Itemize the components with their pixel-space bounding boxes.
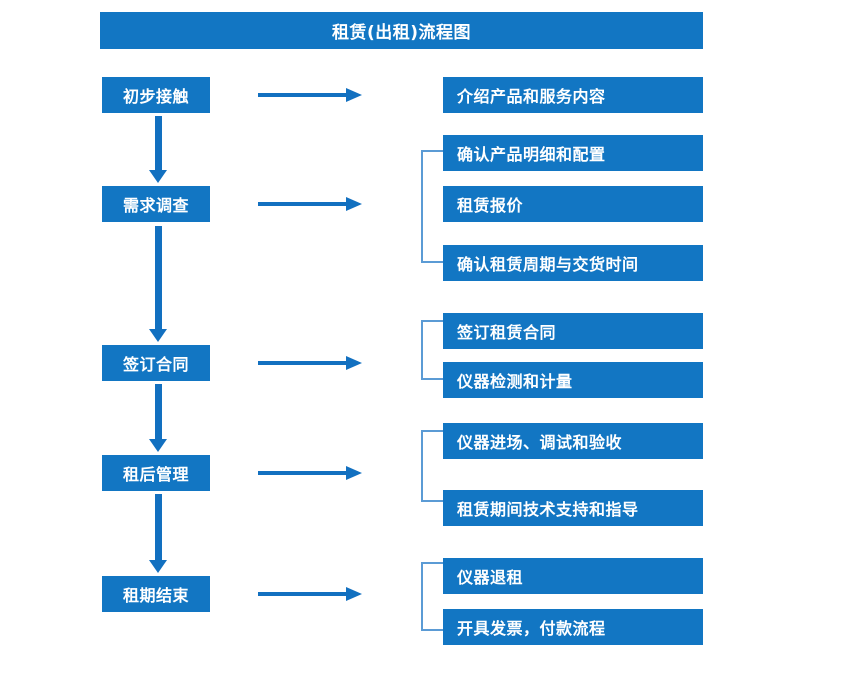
arrow-down-icon <box>149 494 167 573</box>
arrow-head <box>346 587 362 601</box>
arrow-shaft <box>258 471 348 475</box>
arrow-head <box>346 466 362 480</box>
arrow-head <box>149 329 167 342</box>
detail-box-instrument-test[interactable]: 仪器检测和计量 <box>443 362 703 398</box>
arrow-down-icon <box>149 116 167 183</box>
stage-box-sign-contract[interactable]: 签订合同 <box>102 345 210 381</box>
arrow-head <box>149 439 167 452</box>
detail-box-confirm-term-delivery[interactable]: 确认租赁周期与交货时间 <box>443 245 703 281</box>
bracket-icon-contract-group <box>421 320 443 380</box>
arrow-shaft <box>155 384 162 439</box>
bracket-icon-postlease-group <box>421 430 443 502</box>
arrow-shaft <box>258 361 348 365</box>
arrow-right-icon <box>258 466 362 480</box>
arrow-head <box>346 197 362 211</box>
arrow-shaft <box>258 93 348 97</box>
arrow-shaft <box>155 226 162 329</box>
arrow-down-icon <box>149 384 167 452</box>
stage-box-lease-end[interactable]: 租期结束 <box>102 576 210 612</box>
detail-box-lease-quote[interactable]: 租赁报价 <box>443 186 703 222</box>
detail-box-sign-lease-contract[interactable]: 签订租赁合同 <box>443 313 703 349</box>
arrow-down-icon <box>149 226 167 342</box>
bracket-icon-leaseend-group <box>421 562 443 631</box>
stage-box-requirement-survey[interactable]: 需求调查 <box>102 186 210 222</box>
bracket-icon-requirement-group <box>421 150 443 263</box>
page-title: 租赁(出租)流程图 <box>100 12 703 49</box>
arrow-shaft <box>258 202 348 206</box>
arrow-head <box>149 170 167 183</box>
detail-box-confirm-spec[interactable]: 确认产品明细和配置 <box>443 135 703 171</box>
arrow-shaft <box>155 116 162 170</box>
stage-box-initial-contact[interactable]: 初步接触 <box>102 77 210 113</box>
arrow-shaft <box>258 592 348 596</box>
arrow-right-icon <box>258 587 362 601</box>
arrow-right-icon <box>258 197 362 211</box>
arrow-right-icon <box>258 356 362 370</box>
detail-box-introduce-products[interactable]: 介绍产品和服务内容 <box>443 77 703 113</box>
arrow-head <box>346 88 362 102</box>
arrow-head <box>346 356 362 370</box>
detail-box-tech-support[interactable]: 租赁期间技术支持和指导 <box>443 490 703 526</box>
detail-box-invoice-payment[interactable]: 开具发票，付款流程 <box>443 609 703 645</box>
arrow-head <box>149 560 167 573</box>
detail-box-instrument-onsite[interactable]: 仪器进场、调试和验收 <box>443 423 703 459</box>
stage-box-post-lease-mgmt[interactable]: 租后管理 <box>102 455 210 491</box>
arrow-right-icon <box>258 88 362 102</box>
arrow-shaft <box>155 494 162 560</box>
detail-box-instrument-return[interactable]: 仪器退租 <box>443 558 703 594</box>
